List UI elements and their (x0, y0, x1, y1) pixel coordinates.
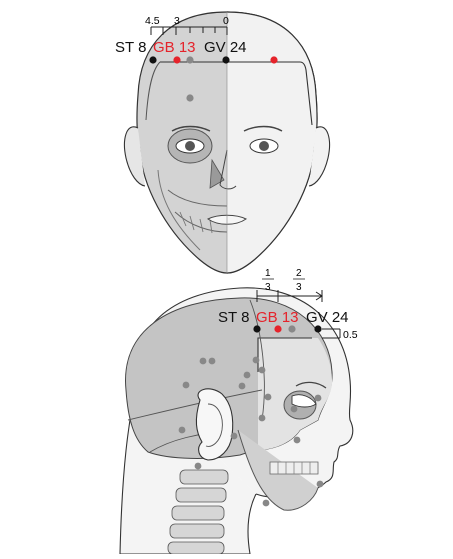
gray-point (290, 405, 298, 413)
front-point-gb13-left (173, 56, 181, 64)
gray-point (208, 357, 216, 365)
side-cervical-spine (167, 469, 229, 555)
fraction-left-denominator: 3 (265, 282, 271, 293)
side-point-gv24 (314, 325, 322, 333)
gray-point (194, 462, 202, 470)
front-forehead-point (186, 94, 194, 102)
fraction-right-numerator: 2 (296, 268, 302, 279)
side-label-gv24: GV 24 (306, 309, 349, 326)
gray-point (258, 414, 266, 422)
gray-point (316, 480, 324, 488)
gray-point (230, 432, 238, 440)
front-left-ear (123, 126, 146, 187)
side-point-st8 (253, 325, 261, 333)
side-head-view: 1 3 2 3 ST 8 GB 13 GV 24 0.5 (119, 268, 358, 555)
side-point-gray-top (288, 325, 296, 333)
front-point-gray (186, 56, 194, 64)
front-label-st8: ST 8 (115, 39, 146, 56)
side-ear (195, 388, 234, 461)
front-right-ear (308, 126, 331, 187)
scale-tick-3: 3 (174, 15, 180, 27)
side-point-gb13 (274, 325, 282, 333)
gray-point (314, 394, 322, 402)
side-label-st8: ST 8 (218, 309, 249, 326)
front-point-gb13-right (270, 56, 278, 64)
gray-point (258, 366, 266, 374)
gray-point (238, 382, 246, 390)
fraction-left-numerator: 1 (265, 268, 271, 279)
front-head-view: 4.5 3 0 ST 8 GB 13 GV 24 (115, 11, 331, 274)
side-label-gb13: GB 13 (256, 309, 299, 326)
offset-label: 0.5 (343, 329, 358, 341)
front-point-st8 (149, 56, 157, 64)
front-left-iris (185, 141, 195, 151)
side-eye (291, 394, 317, 408)
front-scale-bar: 4.5 3 0 (145, 15, 229, 35)
scale-tick-4-5: 4.5 (145, 15, 160, 27)
side-fraction-scale: 1 3 2 3 (256, 268, 323, 302)
gray-point (182, 381, 190, 389)
front-right-iris (259, 141, 269, 151)
gray-point (262, 499, 270, 507)
gray-point (178, 426, 186, 434)
gray-point (264, 393, 272, 401)
gray-point (293, 436, 301, 444)
front-hairline (160, 61, 313, 126)
fraction-right-denominator: 3 (296, 282, 302, 293)
side-offset-marker: 0.5 (322, 328, 358, 341)
gray-point (252, 356, 260, 364)
front-label-gv24: GV 24 (204, 39, 247, 56)
gray-point (243, 371, 251, 379)
gray-point (199, 357, 207, 365)
side-gray-points (178, 356, 324, 507)
front-point-gv24 (222, 56, 230, 64)
scale-tick-0: 0 (223, 15, 229, 27)
front-label-gb13: GB 13 (153, 39, 196, 56)
